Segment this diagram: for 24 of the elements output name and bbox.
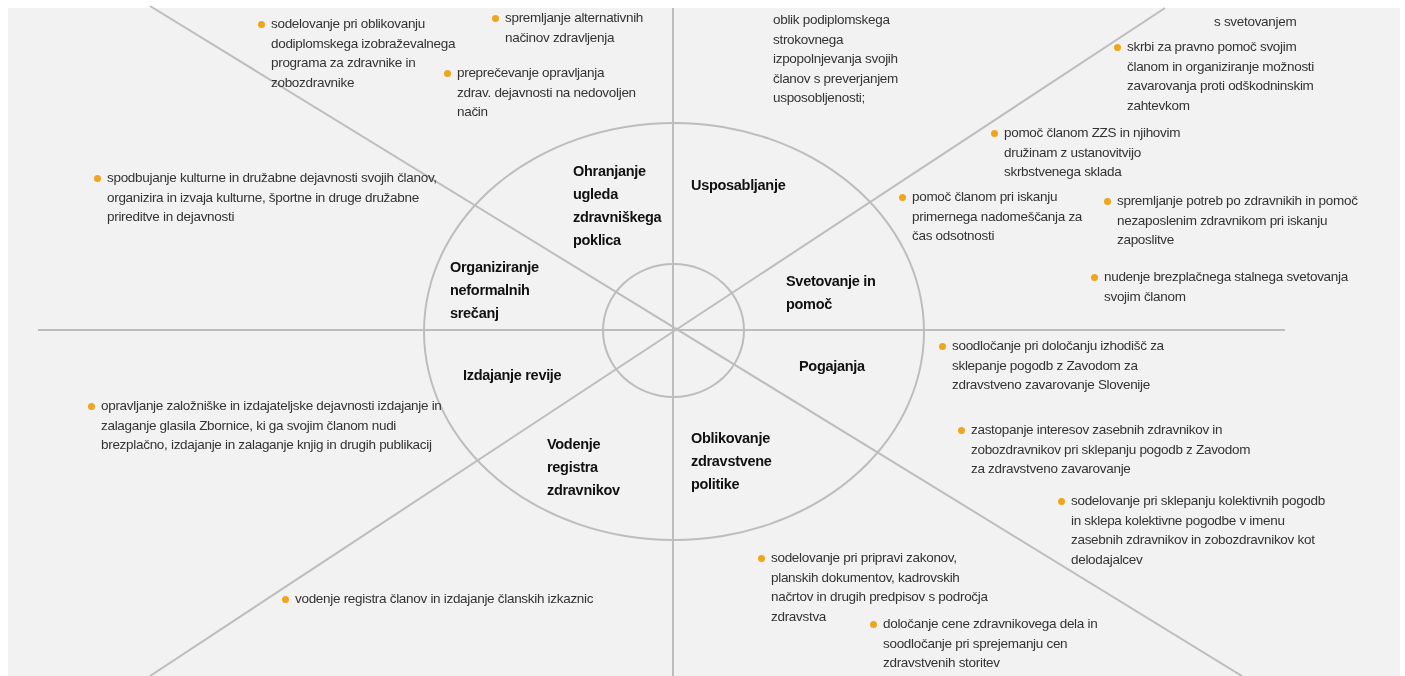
sector-title: Ohranjanje ugleda zdravniškega poklica <box>573 162 663 250</box>
bullet-item: skrbi za pravno pomoč svojim članom in organiziranje možnosti zavarovanja proti odškodninskim zahtevkom <box>1114 37 1336 115</box>
text-fragment: oblik podiplomskega strokovnega izpopolnjevanja svojih članov s preverjanjem usposobljenosti; <box>773 11 899 107</box>
bullet-item: spremljanje potreb po zdravnikih in pomoč nezaposlenim zdravnikom pri iskanju zaposlitve <box>1104 191 1369 250</box>
bullet-item: pomoč članom pri iskanju primernega nadomeščanja za čas odsotnosti <box>899 187 1099 246</box>
text-fragment: s svetovanjem <box>1214 13 1298 31</box>
sector-title: Pogajanja <box>799 357 866 376</box>
sector-title: Usposabljanje <box>691 176 787 195</box>
bullet-item: pomoč članom ZZS in njihovim družinam z ustanovitvijo skrbstvenega sklada <box>991 123 1191 182</box>
bullet-item: soodločanje pri določanju izhodišč za sklepanje pogodb z Zavodom za zdravstveno zavarovanje Slovenije <box>939 336 1209 395</box>
sector-title: Svetovanje in pomoč <box>786 272 877 314</box>
sector-title: Izdajanje revije <box>463 366 563 385</box>
bullet-item: nudenje brezplačnega stalnega svetovanja svojim članom <box>1091 267 1351 306</box>
sector-title: Vodenje registra zdravnikov <box>547 435 621 500</box>
bullet-item: spodbujanje kulturne in družabne dejavnosti svojih članov, organizira in izvaja kulturne, športne in druge družabne prireditve in dejavnosti <box>94 168 454 227</box>
bullet-item: zastopanje interesov zasebnih zdravnikov in zobozdravnikov pri sklepanju pogodb z Zavodom za zdravstveno zavarovanje <box>958 420 1258 479</box>
bullet-item: sodelovanje pri sklepanju kolektivnih pogodb in sklepa kolektivne pogodbe v imenu zasebnih zdravnikov in zobozdravnikov kot delodajalcev <box>1058 491 1333 569</box>
bullet-item: preprečevanje opravljanja zdrav. dejavnosti na nedovoljen način <box>444 63 639 122</box>
bullet-item: spremljanje alternativnih načinov zdravljenja <box>492 8 652 47</box>
bullet-item: opravljanje založniške in izdajateljske dejavnosti izdajanje in zalaganje glasila Zbornice, ki ga svojim članom nudi brezplačno, izdajanje in zalaganje knjig in drugih publikacij <box>88 396 448 455</box>
bullet-item: vodenje registra članov in izdajanje članskih izkaznic <box>282 589 662 609</box>
sector-title: Organiziranje neformalnih srečanj <box>450 258 540 323</box>
inner-circle <box>602 263 745 398</box>
sector-title: Oblikovanje zdravstvene politike <box>691 429 773 494</box>
